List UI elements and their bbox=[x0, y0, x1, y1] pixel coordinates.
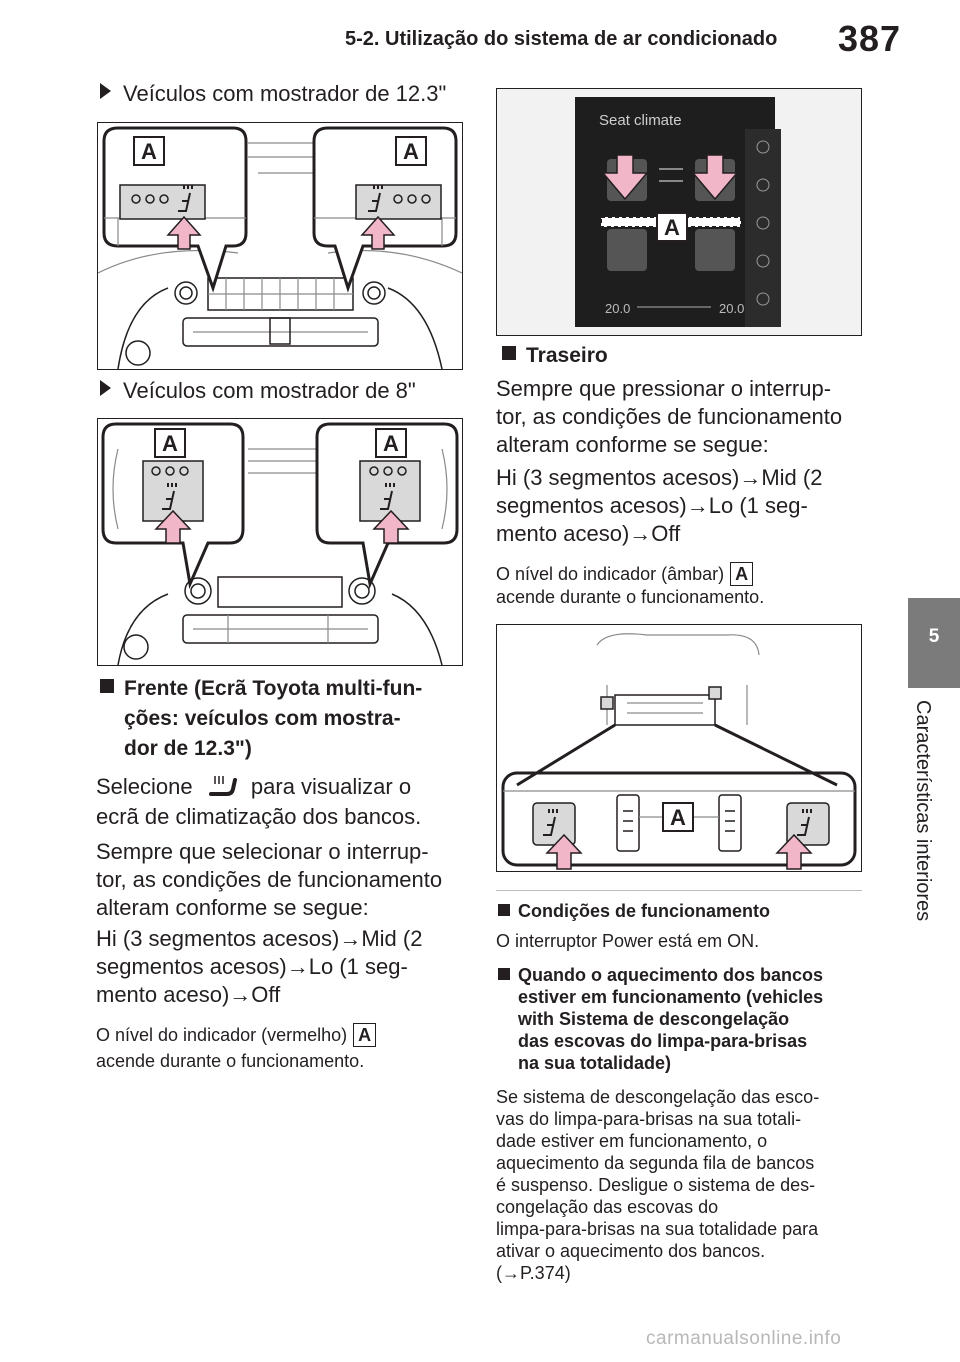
section-title: 5-2. Utilização do sistema de ar condici… bbox=[345, 28, 778, 50]
rear-sequence: Hi (3 segmentos acesos)→Mid (2 segmentos… bbox=[496, 465, 823, 546]
square-bullet-icon bbox=[498, 904, 510, 916]
pink-arrow-icon bbox=[166, 215, 202, 250]
svg-text:A: A bbox=[670, 805, 686, 830]
conditions-text: O interruptor Power está em ON. bbox=[496, 931, 760, 951]
svg-text:A: A bbox=[383, 431, 399, 456]
rear-paragraph-1: Sempre que pressionar o interrup- tor, a… bbox=[496, 376, 843, 457]
svg-text:Seat climate: Seat climate bbox=[599, 112, 682, 129]
label-a-badge: A bbox=[730, 562, 754, 586]
seat-heater-icon bbox=[178, 185, 193, 212]
figure-rear-console: A bbox=[496, 624, 862, 872]
conditions-heading: Condições de funcionamento bbox=[498, 900, 770, 922]
bullet-12inch: Veículos com mostrador de 12.3" bbox=[100, 80, 446, 108]
svg-text:A: A bbox=[162, 431, 178, 456]
label-a-badge: A bbox=[353, 1023, 377, 1047]
front-heading: Frente (Ecrã Toyota multi-fun- ções: veí… bbox=[100, 674, 460, 764]
figure-seat-climate-screen: Seat climate A 20.0 20.0 bbox=[496, 88, 862, 336]
square-bullet-icon bbox=[100, 679, 114, 693]
watermark: carmanualsonline.info bbox=[646, 1328, 842, 1349]
bullet-8inch: Veículos com mostrador de 8" bbox=[100, 377, 416, 405]
page-number: 387 bbox=[838, 18, 902, 59]
svg-text:20.0: 20.0 bbox=[719, 301, 744, 316]
chapter-tab bbox=[908, 598, 960, 688]
front-indicator-note: O nível do indicador (vermelho)A acende … bbox=[96, 1022, 476, 1074]
rear-indicator-note: O nível do indicador (âmbar)A acende dur… bbox=[496, 562, 765, 607]
square-bullet-icon bbox=[502, 346, 516, 360]
bullet-arrow-icon bbox=[100, 380, 111, 396]
chapter-number: 5 bbox=[928, 626, 940, 647]
heating-note-heading: Quando o aquecimento dos bancos estiver … bbox=[498, 964, 878, 1074]
svg-text:A: A bbox=[141, 139, 157, 164]
rear-heading: Traseiro bbox=[502, 341, 608, 371]
front-paragraph-1: Sempre que selecionar o interrup- tor, a… bbox=[96, 839, 443, 920]
figure-dash-12inch: A A bbox=[97, 122, 463, 370]
front-sequence: Hi (3 segmentos acesos)→Mid (2 segmentos… bbox=[96, 926, 423, 1007]
svg-text:A: A bbox=[664, 215, 680, 240]
seat-climate-icon bbox=[208, 776, 237, 796]
bullet-arrow-icon bbox=[100, 83, 111, 99]
select-instruction: Selecione para visualizar o ecrã de clim… bbox=[96, 774, 422, 829]
heating-note-text: Se sistema de descongelação das esco- va… bbox=[496, 1086, 876, 1284]
svg-text:20.0: 20.0 bbox=[605, 301, 630, 316]
chapter-label: Características interiores bbox=[912, 700, 934, 922]
svg-text:A: A bbox=[403, 139, 419, 164]
square-bullet-icon bbox=[498, 968, 510, 980]
figure-dash-8inch: A A bbox=[97, 418, 463, 666]
page-reference-link[interactable]: (→P.374) bbox=[496, 1263, 571, 1283]
section-divider bbox=[496, 890, 862, 891]
